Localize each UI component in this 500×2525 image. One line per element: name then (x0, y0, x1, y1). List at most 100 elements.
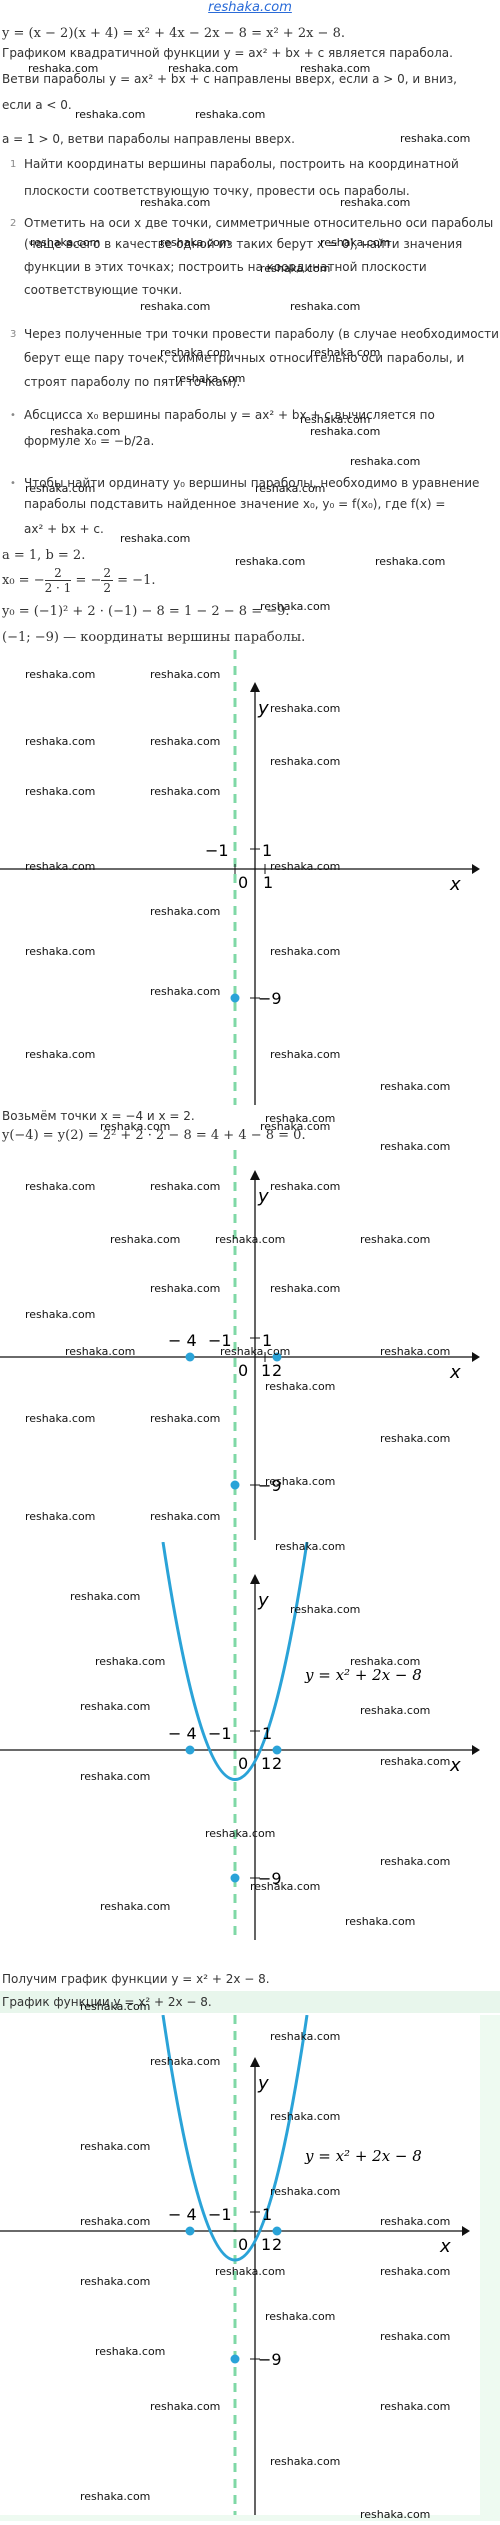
step-3: 3 Через полученные три точки провести па… (0, 325, 500, 392)
watermark: reshaka.com (80, 2000, 151, 2013)
y-minus-nine-label: −9 (258, 989, 282, 1008)
vertex-coordinates: (−1; −9) — координаты вершины параболы. (2, 630, 306, 645)
watermark: reshaka.com (270, 1048, 341, 1061)
graph-svg: y x 0 1 2 − 4 −1 1 −9 (0, 1150, 480, 1540)
take-points: Возьмём точки x = −4 и x = 2. (2, 1109, 195, 1123)
point-minus-four (185, 2226, 195, 2236)
x0-prefix: x₀ = − (2, 573, 45, 588)
watermark: reshaka.com (260, 1120, 331, 1133)
fraction-bottom: 2 · 1 (44, 581, 72, 595)
watermark: reshaka.com (270, 2185, 341, 2198)
point-two (272, 1352, 282, 1362)
y-axis-arrow (250, 1574, 260, 1584)
watermark: reshaka.com (375, 555, 446, 568)
paragraph-branches: Ветви параболы y = ax² + bx + c направле… (2, 72, 457, 86)
watermark: reshaka.com (80, 1700, 151, 1713)
x-minus-one-label: −1 (208, 2205, 232, 2224)
watermark: reshaka.com (265, 1380, 336, 1393)
x-axis-arrow (472, 1745, 480, 1755)
bullet-line: Абсцисса x₀ вершины параболы y = ax² + b… (24, 408, 435, 422)
y-axis-arrow (250, 2057, 260, 2067)
watermark: reshaka.com (310, 346, 381, 359)
bullet-dot: • (10, 478, 16, 489)
watermark: reshaka.com (150, 1510, 221, 1523)
x-two-label: 2 (272, 1361, 282, 1380)
point-two (272, 2226, 282, 2236)
x-axis-label: x (449, 1755, 461, 1776)
x-axis-label: x (439, 2236, 451, 2257)
watermark: reshaka.com (25, 1412, 96, 1425)
watermark: reshaka.com (110, 1233, 181, 1246)
x-one-label: 1 (263, 873, 273, 892)
watermark: reshaka.com (150, 2400, 221, 2413)
watermark: reshaka.com (65, 1345, 136, 1358)
watermark: reshaka.com (150, 785, 221, 798)
step-line: функции в этих точках; построить на коор… (24, 260, 427, 274)
watermark: reshaka.com (380, 1345, 451, 1358)
watermark: reshaka.com (270, 755, 341, 768)
x-minus-four-label: − 4 (168, 1724, 197, 1743)
point-minus-four (185, 1352, 195, 1362)
watermark: reshaka.com (120, 532, 191, 545)
result-sentence: Получим график функции y = x² + 2x − 8. (2, 1972, 270, 1986)
y-values: y(−4) = y(2) = 2² + 2 · 2 − 8 = 4 + 4 − … (2, 1128, 306, 1143)
graph-parabola: y x 0 1 2 − 4 −1 1 −9 y = x² + 2x − 8 (0, 1541, 500, 1940)
y-minus-nine-label: −9 (258, 1476, 282, 1495)
y-one-label: 1 (262, 841, 272, 860)
watermark: reshaka.com (380, 2330, 451, 2343)
y-minus-nine-label: −9 (258, 1869, 282, 1888)
step-line: строят параболу по пяти точкам). (24, 375, 241, 389)
step-line: Через полученные три точки провести пара… (24, 327, 499, 341)
step-line: Отметить на оси x две точки, симметричны… (24, 216, 494, 230)
step-number: 1 (10, 159, 17, 170)
watermark: reshaka.com (150, 905, 221, 918)
watermark: reshaka.com (95, 1655, 166, 1668)
watermark: reshaka.com (345, 1915, 416, 1928)
watermark: reshaka.com (150, 735, 221, 748)
watermark: reshaka.com (380, 1140, 451, 1153)
watermark: reshaka.com (50, 425, 121, 438)
watermark: reshaka.com (25, 860, 96, 873)
watermark: reshaka.com (270, 1180, 341, 1193)
origin-label: 0 (238, 873, 248, 892)
y-axis-arrow (250, 1170, 260, 1180)
step-line: берут еще пару точек, симметричных относ… (24, 351, 465, 365)
bullet-x0: • Абсцисса x₀ вершины параболы y = ax² +… (0, 406, 500, 451)
vertex-point (230, 993, 240, 1003)
watermark: reshaka.com (70, 1590, 141, 1603)
watermark: reshaka.com (25, 1048, 96, 1061)
x0-end: = −1. (113, 573, 156, 588)
watermark: reshaka.com (360, 1704, 431, 1717)
step-number: 2 (10, 218, 17, 229)
graph-vertex: y x 0 1 −1 1 −9 (0, 650, 500, 1105)
site-logo[interactable]: reshaka.com (208, 0, 292, 15)
watermark: reshaka.com (360, 1233, 431, 1246)
step-1: 1 Найти координаты вершины параболы, пос… (0, 155, 500, 201)
x-minus-one-label: −1 (208, 1724, 232, 1743)
watermark: reshaka.com (25, 1510, 96, 1523)
watermark: reshaka.com (150, 1412, 221, 1425)
watermark: reshaka.com (250, 1880, 321, 1893)
watermark: reshaka.com (150, 985, 221, 998)
watermark: reshaka.com (160, 346, 231, 359)
paragraph-branches-cont: если a < 0. (2, 98, 72, 112)
graph-svg: y x 0 1 2 − 4 −1 1 −9 y = x² + 2x − 8 (0, 2014, 500, 2521)
watermark: reshaka.com (275, 1540, 346, 1553)
y-axis-label: y (257, 698, 269, 719)
watermark: reshaka.com (100, 1120, 171, 1133)
watermark: reshaka.com (25, 735, 96, 748)
watermark: reshaka.com (75, 108, 146, 121)
watermark: reshaka.com (380, 2265, 451, 2278)
x-two-label: 2 (272, 2235, 282, 2254)
x-minus-one-label: −1 (205, 841, 229, 860)
y-axis-label: y (257, 1186, 269, 1207)
step-number: 3 (10, 329, 17, 340)
watermark: reshaka.com (320, 236, 391, 249)
y-axis-arrow (250, 682, 260, 692)
graph-svg: y x 0 1 −1 1 −9 (0, 650, 480, 1105)
watermark: reshaka.com (380, 1432, 451, 1445)
vertex-point (230, 1480, 240, 1490)
watermark: reshaka.com (265, 1475, 336, 1488)
